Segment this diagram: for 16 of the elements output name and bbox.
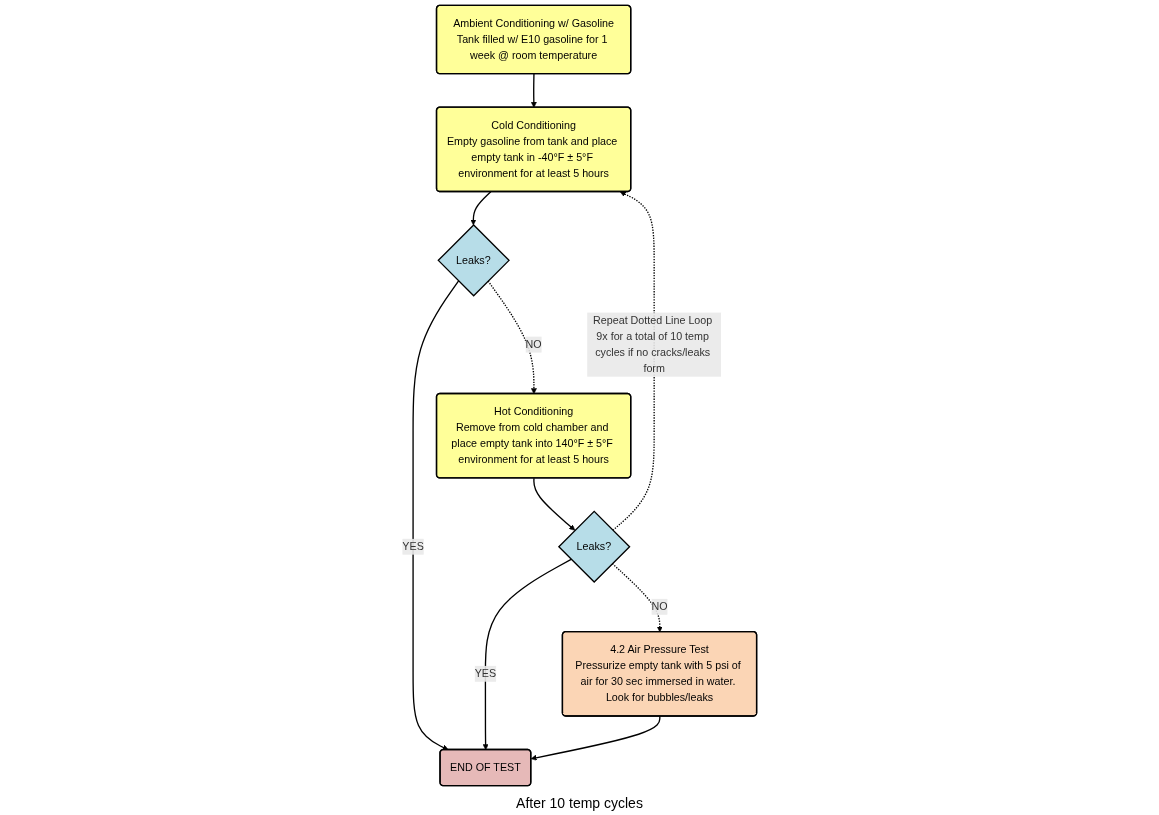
arrow <box>530 715 661 761</box>
edge-label: YES <box>474 667 497 680</box>
arrow <box>470 191 492 226</box>
node-diamond: Leaks? <box>557 510 631 583</box>
note-text: After 10 temp cycles <box>516 795 643 811</box>
arrow <box>482 558 572 751</box>
edge-label: Repeat Dotted Line Loop 9x for a total of 10 temp cycles if no cracks/leaks form <box>593 314 713 375</box>
edge-label: NO <box>651 600 668 613</box>
arrow <box>530 73 537 108</box>
edge-label: NO <box>525 338 542 350</box>
arrow <box>533 477 576 531</box>
arrow <box>611 562 663 633</box>
edge-label: YES <box>402 540 424 553</box>
arrow <box>487 280 537 395</box>
node-diamond: Leaks? <box>437 224 510 297</box>
arrow <box>412 280 460 751</box>
